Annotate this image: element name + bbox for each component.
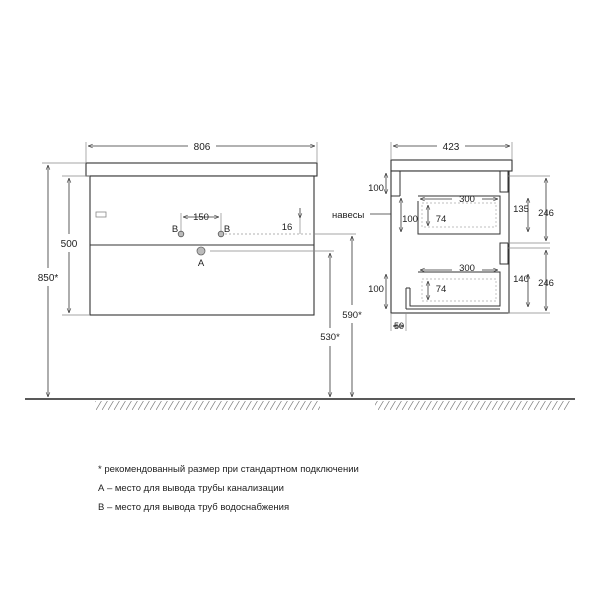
dim-150-label: 150 — [193, 212, 209, 223]
dim-530-label: 530* — [320, 332, 340, 343]
drawer-front-top — [499, 170, 509, 193]
drawer-front-mid — [499, 242, 509, 265]
note-recommended: * рекомендованный размер при стандартном… — [98, 464, 359, 475]
floor-hatch-right — [375, 401, 570, 410]
hinges-label: навесы — [332, 210, 365, 221]
marker-b-left-dot — [177, 230, 185, 238]
drawer-box-top — [417, 195, 501, 235]
dim-100-top-label: 100 — [368, 183, 384, 194]
drawer-inner-bottom — [421, 278, 497, 302]
notes: * рекомендованный размер при стандартном… — [98, 460, 359, 517]
dim-74-bottom-label: 74 — [436, 284, 447, 295]
side-cabinet-body — [390, 170, 510, 314]
note-a: А – место для вывода трубы канализации — [98, 483, 284, 494]
dim-100-bottom-label: 100 — [368, 284, 384, 295]
dim-16-label: 16 — [282, 222, 293, 233]
front-handle-mark — [95, 211, 107, 218]
marker-a-dot — [196, 246, 206, 256]
floor-hatch-left — [95, 401, 320, 410]
dim-300-bottom-label: 300 — [459, 263, 475, 274]
dim-135-label: 135 — [513, 204, 529, 215]
marker-b-left: B — [172, 224, 178, 235]
dim-50-label: 50 — [394, 321, 404, 331]
front-view: 806 850* 500 150 B B A 16 навесы — [38, 142, 410, 397]
dim-246-top-label: 246 — [538, 208, 554, 219]
dim-246-bottom-label: 246 — [538, 278, 554, 289]
dim-850-label: 850* — [38, 273, 59, 284]
dim-423-label: 423 — [443, 142, 460, 153]
dim-590-label: 590* — [342, 310, 362, 321]
side-countertop — [390, 159, 513, 172]
dim-140-label: 140 — [513, 274, 529, 285]
dim-100-mid-label: 100 — [402, 214, 418, 225]
marker-a: A — [198, 258, 205, 269]
dim-500-label: 500 — [61, 239, 78, 250]
drawer-inner-top — [421, 202, 497, 228]
side-view: 423 100 300 100 74 135 246 300 100 74 — [368, 142, 554, 331]
drawer-box-bottom — [409, 271, 501, 307]
marker-b-right-dot — [217, 230, 225, 238]
marker-b-right: B — [224, 224, 230, 235]
dim-300-top-label: 300 — [459, 194, 475, 205]
dim-74-top-label: 74 — [436, 214, 447, 225]
note-b: В – место для вывода труб водоснабжения — [98, 502, 290, 513]
front-countertop — [85, 162, 318, 177]
dim-806-label: 806 — [194, 142, 211, 153]
